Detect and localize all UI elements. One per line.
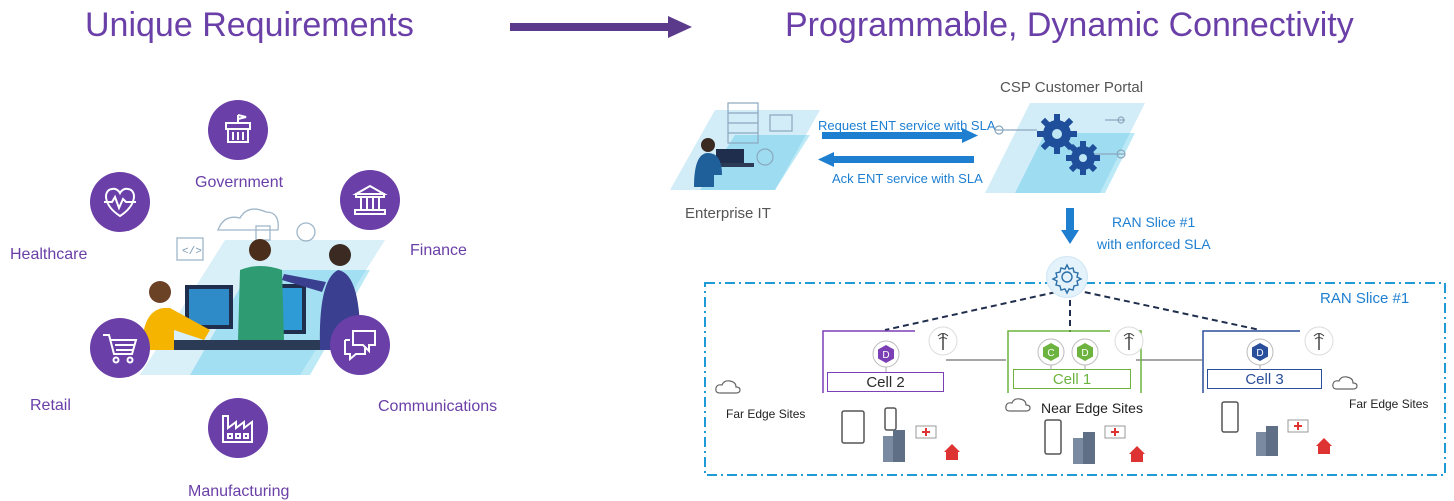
transition-arrow (510, 16, 692, 38)
cell2-label: Cell 2 (827, 372, 944, 392)
cell1-antenna-icon (1114, 326, 1144, 356)
finance-label: Finance (410, 242, 467, 259)
ack-arrow (818, 152, 974, 167)
ran-slice-label: RAN Slice #1 (1320, 290, 1410, 307)
svg-text:D: D (1256, 348, 1263, 359)
cell3-frame (1202, 330, 1300, 393)
near-edge-label: Near Edge Sites (1041, 400, 1143, 416)
communications-label: Communications (378, 398, 498, 415)
slice-down-arrow (1061, 208, 1079, 244)
near-edge-devices (1044, 419, 1145, 464)
slice-controller-icon (1046, 256, 1088, 298)
slice-controller-links (884, 289, 1261, 332)
enterprise-it-label: Enterprise IT (685, 205, 771, 222)
far-edge-left-cloud-icon (715, 380, 741, 394)
government-label: Government (195, 174, 284, 191)
cell1-du-badge: D (1071, 338, 1099, 370)
government-icon (208, 100, 268, 160)
cell3-label: Cell 3 (1207, 369, 1322, 389)
svg-text:</>: </> (182, 246, 202, 258)
portal-label: CSP Customer Portal (1000, 79, 1144, 96)
finance-icon (340, 170, 400, 230)
far-edge-left-devices (841, 407, 960, 462)
cell2-antenna-icon (928, 326, 958, 356)
portal-gears-illustration (985, 103, 1145, 193)
retail-icon (90, 318, 150, 378)
ack-label: Ack ENT service with SLA (832, 171, 983, 186)
right-title: Programmable, Dynamic Connectivity (785, 6, 1354, 44)
cell-connectors (946, 359, 1202, 361)
healthcare-label: Healthcare (10, 246, 88, 263)
cell2-du-badge: D (872, 340, 900, 372)
manufacturing-label: Manufacturing (188, 483, 290, 500)
slice-note-line1: RAN Slice #1 (1112, 214, 1196, 230)
cell1-cu-badge: C (1037, 338, 1065, 370)
enterprise-it-illustration (670, 102, 820, 190)
far-edge-right-devices (1221, 401, 1332, 456)
left-title: Unique Requirements (85, 6, 414, 44)
svg-text:D: D (882, 350, 889, 361)
communications-icon (330, 315, 390, 375)
people-at-desks-illustration: </> </> (140, 208, 385, 375)
far-edge-right-label: Far Edge Sites (1349, 397, 1429, 411)
healthcare-icon (90, 172, 150, 232)
far-edge-right-cloud-icon (1332, 376, 1358, 390)
cell3-du-badge: D (1246, 338, 1274, 370)
svg-text:C: C (1047, 348, 1054, 359)
cell3-antenna-icon (1304, 326, 1334, 356)
near-edge-cloud-icon (1005, 398, 1031, 412)
request-arrow (822, 128, 978, 143)
manufacturing-icon (208, 398, 268, 458)
cell1-label: Cell 1 (1013, 369, 1131, 389)
retail-label: Retail (30, 397, 71, 414)
slice-note-line2: with enforced SLA (1097, 236, 1211, 252)
svg-text:D: D (1081, 348, 1088, 359)
far-edge-left-label: Far Edge Sites (726, 407, 806, 421)
request-label: Request ENT service with SLA (818, 118, 996, 133)
